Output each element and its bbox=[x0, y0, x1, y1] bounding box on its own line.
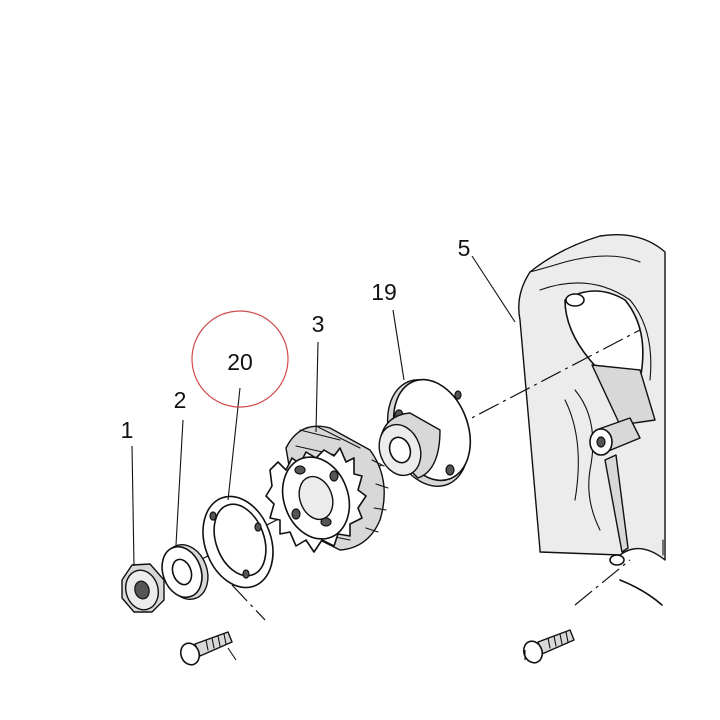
leader-5 bbox=[471, 255, 516, 323]
bolt-axis-left bbox=[231, 584, 266, 621]
leader-2 bbox=[175, 419, 184, 546]
ring-plate bbox=[202, 495, 274, 589]
leader-20 bbox=[227, 387, 241, 501]
sprocket bbox=[265, 425, 389, 553]
leader-1 bbox=[131, 445, 135, 567]
leader-19 bbox=[392, 309, 405, 381]
highlight-circle bbox=[191, 310, 289, 408]
washer bbox=[161, 544, 209, 600]
bolt-left bbox=[179, 631, 237, 666]
cover-pin bbox=[589, 417, 641, 553]
callout-5: 5 bbox=[458, 235, 471, 261]
timing-cover bbox=[518, 234, 666, 606]
callout-2: 2 bbox=[174, 387, 187, 413]
callout-1: 1 bbox=[121, 417, 134, 443]
bolt-right bbox=[522, 629, 575, 664]
callout-19: 19 bbox=[371, 279, 397, 305]
leader-3 bbox=[315, 341, 319, 433]
bolt-axis-right bbox=[574, 559, 631, 606]
hex-nut bbox=[121, 563, 165, 613]
callout-20: 20 bbox=[227, 349, 253, 375]
hub-flange bbox=[378, 378, 472, 487]
callout-3: 3 bbox=[312, 311, 325, 337]
